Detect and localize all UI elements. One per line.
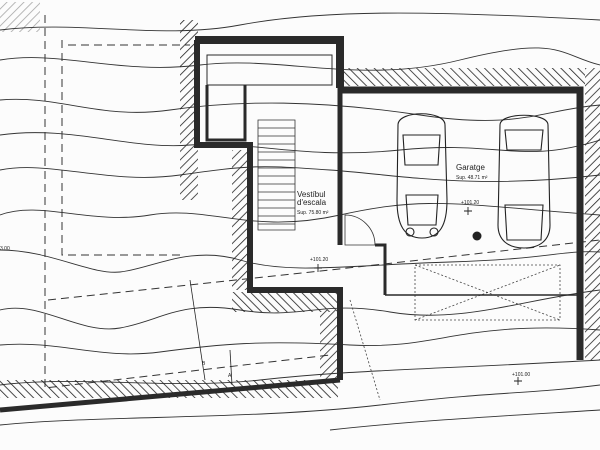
walls [0, 36, 584, 413]
room-area-vestibul: Sup. 75.80 m² [297, 210, 329, 216]
car-icon [497, 114, 551, 249]
dashed-outlines [44, 15, 600, 389]
retaining-walls [0, 2, 600, 398]
section-mark-b: B [202, 361, 206, 367]
drain-icon [472, 231, 482, 241]
level-garatge: +101.20 [461, 200, 480, 206]
room-area-garatge: Sup. 48.71 m² [456, 175, 488, 181]
room-label-vestibul: Vestíbul d'escala [297, 190, 327, 207]
section-lines [189, 279, 233, 386]
level-entrance: +101.20 [310, 257, 329, 263]
level-marks [314, 207, 522, 385]
stairs [257, 119, 296, 231]
door-swing [344, 214, 376, 246]
section-mark-a: A [228, 373, 232, 379]
room-label-garatge: Garatge [456, 163, 485, 172]
edge-level: 3.00 [0, 246, 10, 252]
level-road: +101.00 [512, 372, 531, 378]
car-icon [396, 113, 448, 239]
